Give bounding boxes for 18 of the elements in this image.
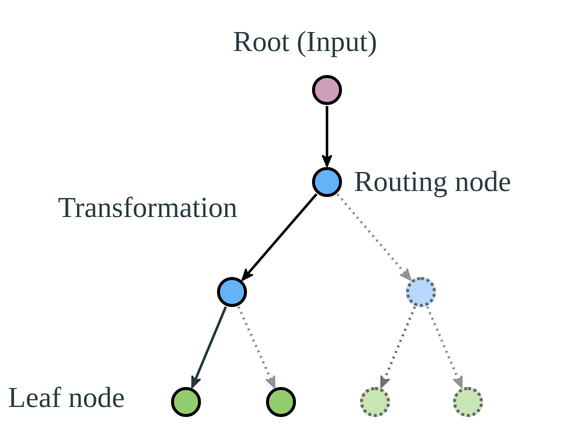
tree-node	[217, 277, 247, 307]
arrow	[237, 306, 276, 389]
tree-node	[312, 167, 342, 197]
tree-node	[171, 387, 201, 417]
arrow	[241, 193, 318, 282]
node-label: Routing node	[354, 168, 512, 197]
tree-node	[266, 387, 296, 417]
arrow	[380, 306, 416, 389]
tree-node	[312, 75, 342, 105]
node-label: Root (Input)	[233, 28, 378, 57]
node-label: Leaf node	[8, 384, 125, 413]
arrow	[322, 106, 332, 168]
tree-node	[453, 387, 483, 417]
arrow	[336, 193, 412, 282]
tree-node	[360, 387, 390, 417]
arrow	[191, 306, 227, 389]
arrow	[426, 306, 463, 389]
tree-node	[406, 277, 436, 307]
